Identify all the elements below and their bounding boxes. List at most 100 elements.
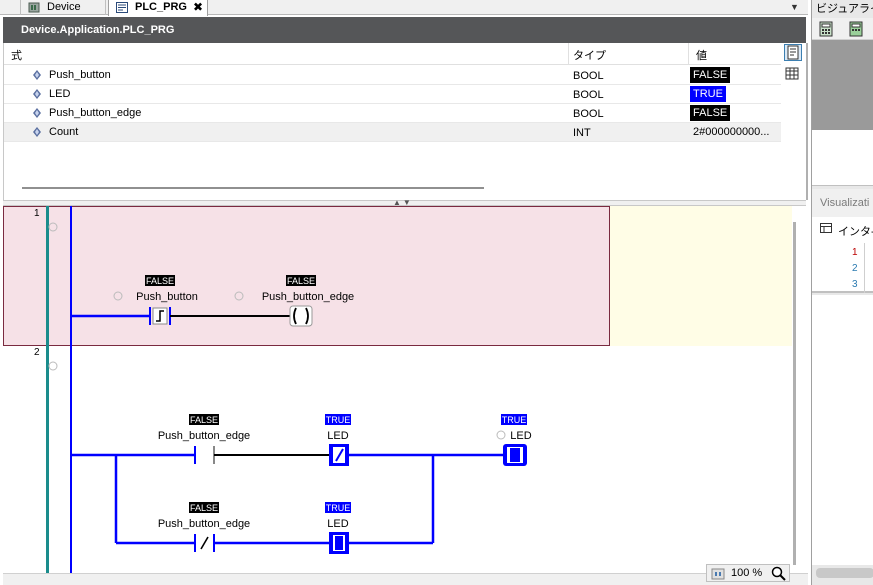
ladder-status-strip xyxy=(3,573,808,585)
contact-state: FALSE xyxy=(190,415,218,425)
coil-comment-marker[interactable] xyxy=(234,291,244,301)
contact-led[interactable] xyxy=(329,532,349,554)
rung-comment-marker[interactable] xyxy=(48,222,58,232)
calculator-icon[interactable] xyxy=(818,21,834,37)
watch-row-value[interactable]: FALSE xyxy=(690,67,731,83)
contact-push-button-edge-negated[interactable] xyxy=(194,534,215,552)
rung-number: 2 xyxy=(34,347,40,358)
watch-row-name: LED xyxy=(49,88,71,100)
watch-row[interactable]: Push_button_edge BOOL FALSE xyxy=(4,104,782,123)
true-badge xyxy=(325,414,351,425)
pou-icon xyxy=(116,2,128,13)
watch-table: 式 タイプ 値 Push_button BOOL FALSE LED BOOL … xyxy=(3,43,782,200)
contact-variable[interactable]: LED xyxy=(327,518,348,530)
column-separator[interactable] xyxy=(568,43,569,65)
watch-row-type: BOOL xyxy=(573,89,604,101)
contact-variable[interactable]: Push_button xyxy=(136,291,198,303)
true-badge xyxy=(325,502,351,513)
table-view-button[interactable] xyxy=(784,66,802,83)
contact-state: TRUE xyxy=(326,503,351,513)
true-badge xyxy=(501,414,527,425)
toolbox-list xyxy=(812,130,873,186)
watch-row[interactable]: Count INT 2#000000000... xyxy=(4,123,782,142)
text-view-icon xyxy=(787,45,799,60)
contact-variable[interactable]: Push_button_edge xyxy=(158,518,250,530)
tab-plc-prg[interactable]: PLC_PRG ✖ xyxy=(108,0,208,16)
column-separator[interactable] xyxy=(688,43,689,65)
variable-icon xyxy=(33,70,41,80)
zoom-control[interactable]: 100 % xyxy=(706,564,790,582)
column-header-expression[interactable]: 式 xyxy=(11,50,22,62)
visualization-toolbar xyxy=(812,18,873,40)
visualization-pane-title: Visualizati xyxy=(812,189,873,217)
table-view-icon xyxy=(785,67,799,80)
coil-variable[interactable]: Push_button_edge xyxy=(262,291,354,303)
watch-row-name: Push_button xyxy=(49,69,111,81)
coil-comment-marker[interactable] xyxy=(496,430,506,440)
watch-side-toolbar xyxy=(781,43,805,200)
device-icon xyxy=(28,2,40,13)
contact-comment-marker[interactable] xyxy=(113,291,123,301)
contact-push-button-edge[interactable] xyxy=(194,446,215,464)
false-badge xyxy=(189,414,219,425)
zoom-level: 100 % xyxy=(731,567,763,579)
rung-comment-marker[interactable] xyxy=(48,361,58,371)
tab-device[interactable]: Device xyxy=(20,0,106,15)
contact-state: TRUE xyxy=(326,415,351,425)
tab-plc-prg-label: PLC_PRG xyxy=(135,1,187,13)
watch-row-value[interactable]: 2#000000000... xyxy=(693,126,770,138)
variable-icon xyxy=(33,89,41,99)
line-number: 1 xyxy=(852,247,858,258)
watch-row[interactable]: LED BOOL TRUE xyxy=(4,85,782,104)
false-badge xyxy=(145,275,175,286)
interface-editor-tab[interactable]: インタ- xyxy=(812,217,873,243)
contact-led-negated[interactable] xyxy=(329,444,349,466)
ladder-editor[interactable]: 1 2 FALSE Push_button FALSE Push_button_… xyxy=(3,206,792,573)
rising-edge-contact[interactable] xyxy=(149,307,171,325)
watch-row[interactable]: Push_button BOOL FALSE xyxy=(4,66,782,85)
contact-variable[interactable]: Push_button_edge xyxy=(158,430,250,442)
coil-push-button-edge[interactable] xyxy=(289,305,313,327)
watch-row-type: BOOL xyxy=(573,70,604,82)
watch-row-type: BOOL xyxy=(573,108,604,120)
ladder-vertical-scrollbar[interactable] xyxy=(793,222,796,565)
rung-comment-area[interactable] xyxy=(610,206,792,346)
watch-row-name: Count xyxy=(49,126,79,138)
column-header-type[interactable]: タイプ xyxy=(573,50,606,62)
interface-line-gutter: 1 2 3 xyxy=(812,243,873,293)
table-icon xyxy=(820,223,832,233)
contact-state: FALSE xyxy=(146,276,174,286)
tab-list-dropdown-icon[interactable]: ▼ xyxy=(790,2,799,12)
variable-icon xyxy=(33,108,41,118)
line-number: 3 xyxy=(852,279,858,290)
contact-variable[interactable]: LED xyxy=(327,430,348,442)
coil-led[interactable] xyxy=(503,444,527,466)
line-number: 2 xyxy=(852,263,858,274)
watch-vertical-scrollbar[interactable] xyxy=(806,43,808,200)
left-power-rail xyxy=(46,206,49,573)
coil-variable[interactable]: LED xyxy=(510,430,531,442)
watch-row-value[interactable]: TRUE xyxy=(690,86,726,102)
close-icon[interactable]: ✖ xyxy=(192,0,203,14)
splitter-arrows-icon[interactable]: ▲▼ xyxy=(393,198,413,207)
toolbox-area xyxy=(812,40,873,130)
watch-row-value[interactable]: FALSE xyxy=(690,105,731,121)
watch-table-header: 式 タイプ 値 xyxy=(4,43,782,65)
calculator-green-icon[interactable] xyxy=(848,21,864,37)
right-panel-horizontal-scrollbar[interactable] xyxy=(816,568,873,578)
watch-row-type: INT xyxy=(573,127,591,139)
editor-tab-strip: Device PLC_PRG ✖ ▼ xyxy=(0,0,808,16)
pane-splitter[interactable]: ▲▼ xyxy=(3,198,806,207)
magnifier-icon[interactable] xyxy=(771,566,787,581)
zoom-dropdown-icon[interactable] xyxy=(711,568,725,580)
variable-icon xyxy=(33,127,41,137)
column-header-value[interactable]: 値 xyxy=(696,50,707,62)
watch-row-name: Push_button_edge xyxy=(49,107,142,119)
coil-state: TRUE xyxy=(502,415,527,425)
visualization-canvas[interactable] xyxy=(812,295,873,565)
tab-device-label: Device xyxy=(47,1,81,13)
text-view-button[interactable] xyxy=(784,44,802,61)
right-panel: ビジュアライゼ Visualizati インタ- 1 2 3 xyxy=(811,0,873,585)
watch-horizontal-scrollbar[interactable] xyxy=(22,187,484,189)
